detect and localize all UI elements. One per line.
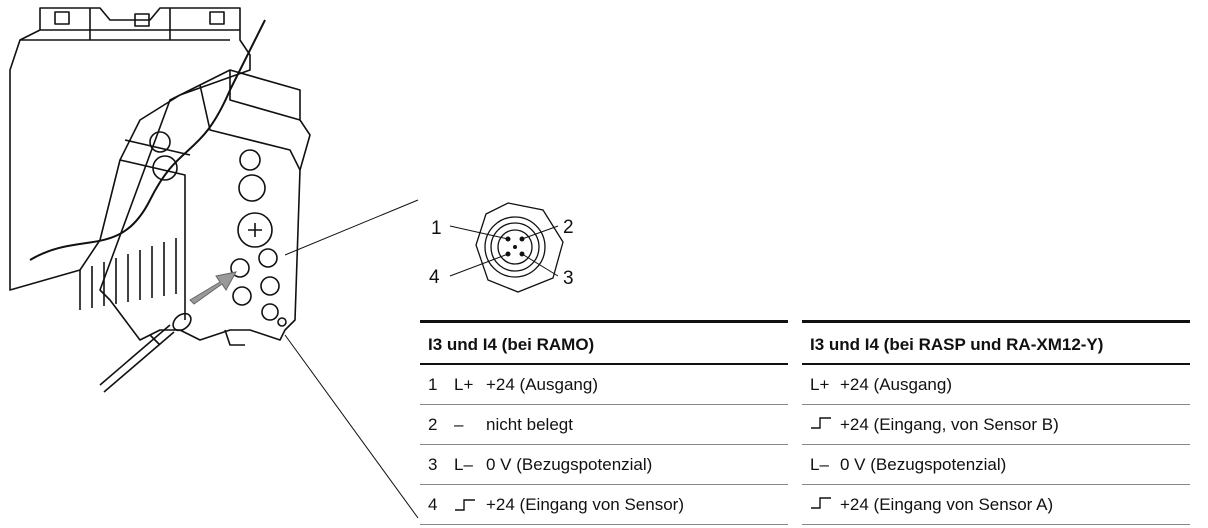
step-signal-icon — [810, 495, 840, 515]
header-ramo: I3 und I4 (bei RAMO) — [420, 320, 788, 365]
signal-description: 0 V (Bezugspotenzial) — [840, 454, 1007, 474]
table-header-row: I3 und I4 (bei RAMO) I3 und I4 (bei RASP… — [420, 320, 1190, 365]
signal-symbol: L– — [810, 454, 829, 474]
pin-assignment-table: I3 und I4 (bei RAMO) I3 und I4 (bei RASP… — [420, 320, 1190, 525]
device-illustration — [9, 7, 419, 519]
signal-symbol: L– — [454, 454, 473, 474]
front-housing — [99, 69, 311, 341]
step-signal-icon — [454, 495, 486, 515]
signal-description: +24 (Ausgang) — [840, 374, 952, 394]
signal-symbol: – — [454, 414, 464, 434]
connector-pinout-diagram — [449, 202, 564, 293]
pin-label-1: 1 — [431, 218, 442, 239]
table-row: 2 – nicht belegt +24 (Eingang, von Senso… — [420, 404, 1190, 445]
signal-description: +24 (Eingang von Sensor A) — [840, 494, 1054, 514]
leader-line-bottom — [284, 334, 419, 519]
header-rasp: I3 und I4 (bei RASP und RA-XM12-Y) — [802, 320, 1190, 365]
pin-label-2: 2 — [563, 217, 574, 238]
signal-description: 0 V (Bezugspotenzial) — [486, 454, 653, 474]
connector-pins — [505, 236, 525, 257]
pin-number: 3 — [428, 454, 438, 474]
pin-label-4: 4 — [429, 267, 440, 288]
pin-number: 4 — [428, 494, 438, 514]
connector-hex-nut — [475, 202, 564, 293]
table-row: 3 L– 0 V (Bezugspotenzial) L– 0 V (Bezug… — [420, 444, 1190, 485]
pin-label-3: 3 — [563, 268, 574, 289]
arrow-icon — [189, 271, 237, 305]
rear-housing — [9, 7, 251, 291]
table-row: 4 +24 (Eingang von Sensor) +24 (Eingang … — [420, 484, 1190, 525]
table-row: 1 L+ +24 (Ausgang) L+ +24 (Ausgang) — [420, 364, 1190, 405]
pin-number: 2 — [428, 414, 438, 434]
signal-description: +24 (Eingang von Sensor) — [486, 494, 684, 514]
signal-description: nicht belegt — [486, 414, 573, 434]
signal-description: +24 (Eingang, von Sensor B) — [840, 414, 1059, 434]
signal-description: +24 (Ausgang) — [486, 374, 598, 394]
leader-line-top — [284, 199, 419, 256]
step-signal-icon — [810, 415, 840, 435]
signal-symbol: L+ — [810, 374, 830, 394]
pin-number: 1 — [428, 374, 438, 394]
signal-symbol: L+ — [454, 374, 474, 394]
